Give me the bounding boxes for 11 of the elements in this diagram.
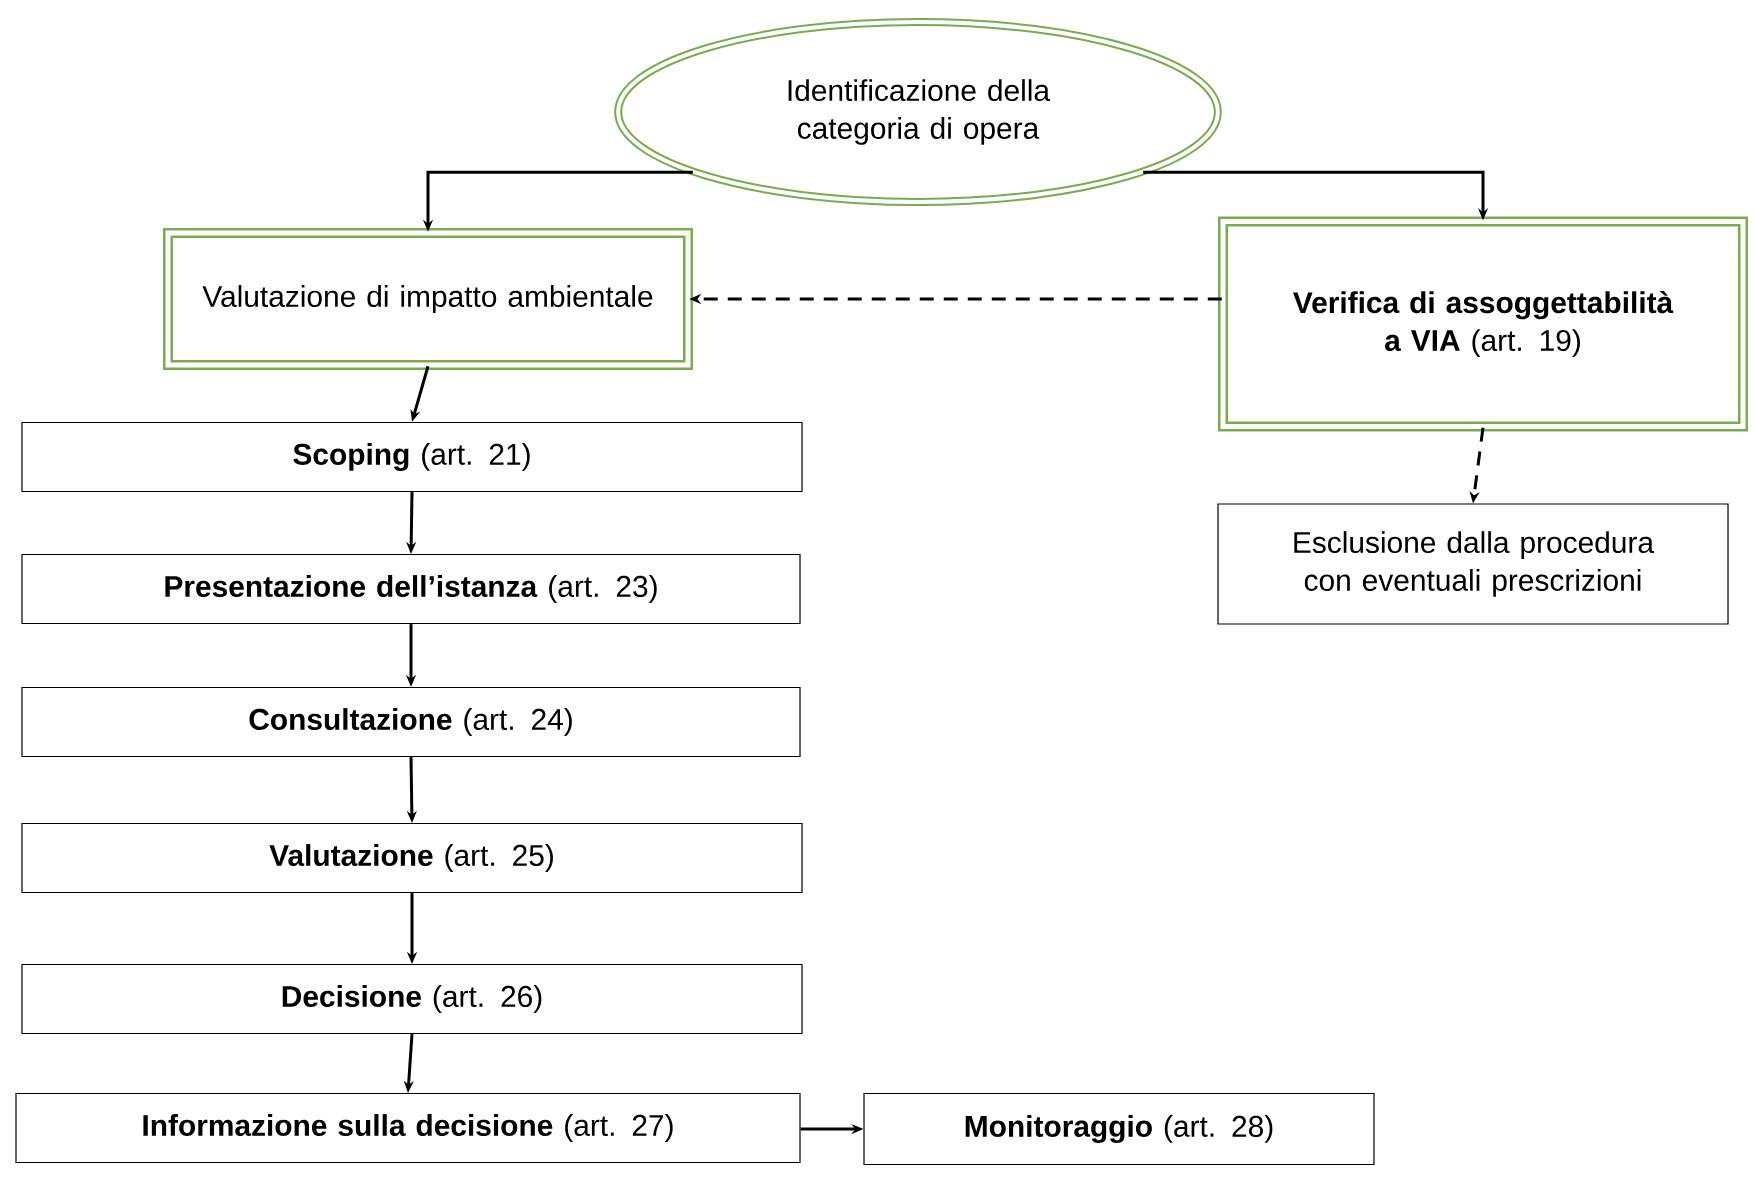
step-box: Monitoraggio (art. 28) [863, 1092, 1375, 1166]
step-box: Esclusione dalla procedura con eventuali prescrizioni [1217, 503, 1729, 625]
step-box: Scoping (art. 21) [21, 421, 803, 493]
step-box: Presentazione dell’istanza (art. 23) [21, 553, 801, 625]
ellipse-node: Identificazione della categoria di opera [614, 18, 1222, 206]
process-box: Verifica di assoggettabilità a VIA (art. 19) [1218, 216, 1748, 432]
step-box: Informazione sulla decisione (art. 27) [15, 1092, 801, 1164]
process-box: Valutazione di impatto ambientale [163, 228, 693, 370]
step-box: Decisione (art. 26) [21, 963, 803, 1035]
step-box: Valutazione (art. 25) [21, 822, 803, 894]
step-box: Consultazione (art. 24) [21, 686, 801, 758]
